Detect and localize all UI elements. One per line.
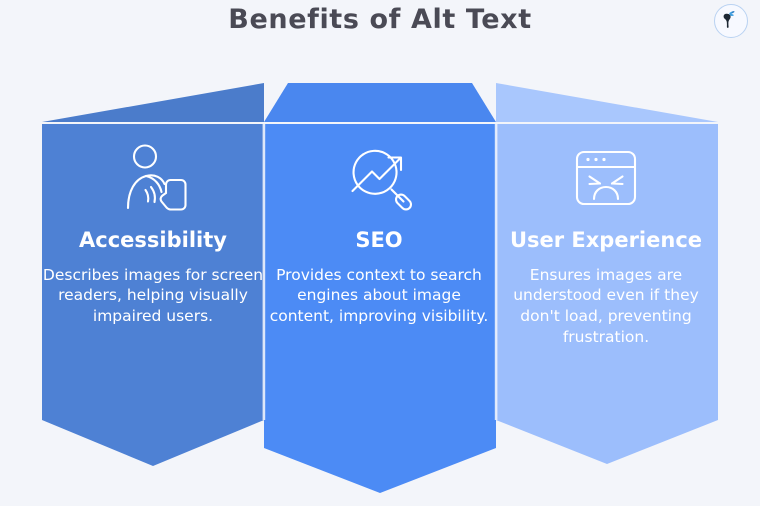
- brand-logo[interactable]: [714, 4, 748, 38]
- column-ux-title: User Experience: [509, 228, 703, 252]
- column-user-experience: User Experience Ensures images are under…: [494, 143, 718, 347]
- page-title: Benefits of Alt Text: [228, 4, 532, 35]
- banner-left-roof: [42, 83, 264, 122]
- column-ux-icon-wrap: [494, 143, 718, 213]
- magnifier-trend-arrow-icon: [351, 149, 413, 211]
- column-seo-icon-wrap: [268, 143, 490, 213]
- browser-window-sad-face-icon: [575, 150, 637, 206]
- column-accessibility-description: Describes images for screen readers, hel…: [42, 265, 264, 325]
- column-seo-title: SEO: [355, 228, 403, 252]
- banner-right-roof: [496, 83, 718, 122]
- column-accessibility-icon-wrap: [42, 143, 264, 213]
- column-accessibility: Accessibility Describes images for scree…: [42, 143, 264, 327]
- column-seo-description: Provides context to search engines about…: [269, 265, 489, 325]
- banner-center-roof: [264, 83, 496, 122]
- bird-paintbrush-logo-icon: [723, 11, 735, 28]
- column-ux-description: Ensures images are understood even if th…: [513, 265, 699, 346]
- column-accessibility-title: Accessibility: [79, 228, 227, 252]
- person-with-hand-device-accessibility-icon: [126, 144, 187, 211]
- column-seo: SEO Provides context to search engines a…: [268, 143, 490, 327]
